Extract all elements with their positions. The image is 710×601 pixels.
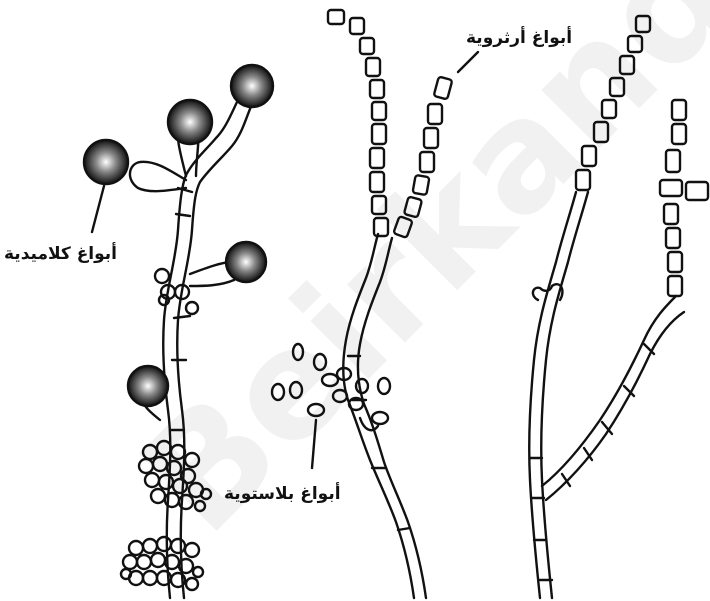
arthrospore-chain-figure-3-branch <box>660 100 708 296</box>
label-arthrospores: أبواغ أرثروية <box>466 28 572 48</box>
arthrospore-chain-left <box>328 10 388 236</box>
hypha-arthrospore-figure-3 <box>529 192 684 598</box>
blastospores-scattered <box>272 344 390 430</box>
leader-arthrospores <box>458 52 478 72</box>
hypha-arthrospore-figure-2 <box>343 234 426 598</box>
hypha-chlamydospore-figure <box>130 100 252 598</box>
leader-blastospores <box>312 420 316 468</box>
arthrospore-chain-figure-3 <box>576 16 650 190</box>
label-chlamydospores: أبواغ كلاميدية <box>4 244 117 264</box>
leader-chlamydospores <box>92 186 104 232</box>
arthrospore-chain-right <box>393 77 452 238</box>
label-blastospores: أبواغ بلاستوية <box>224 484 341 504</box>
